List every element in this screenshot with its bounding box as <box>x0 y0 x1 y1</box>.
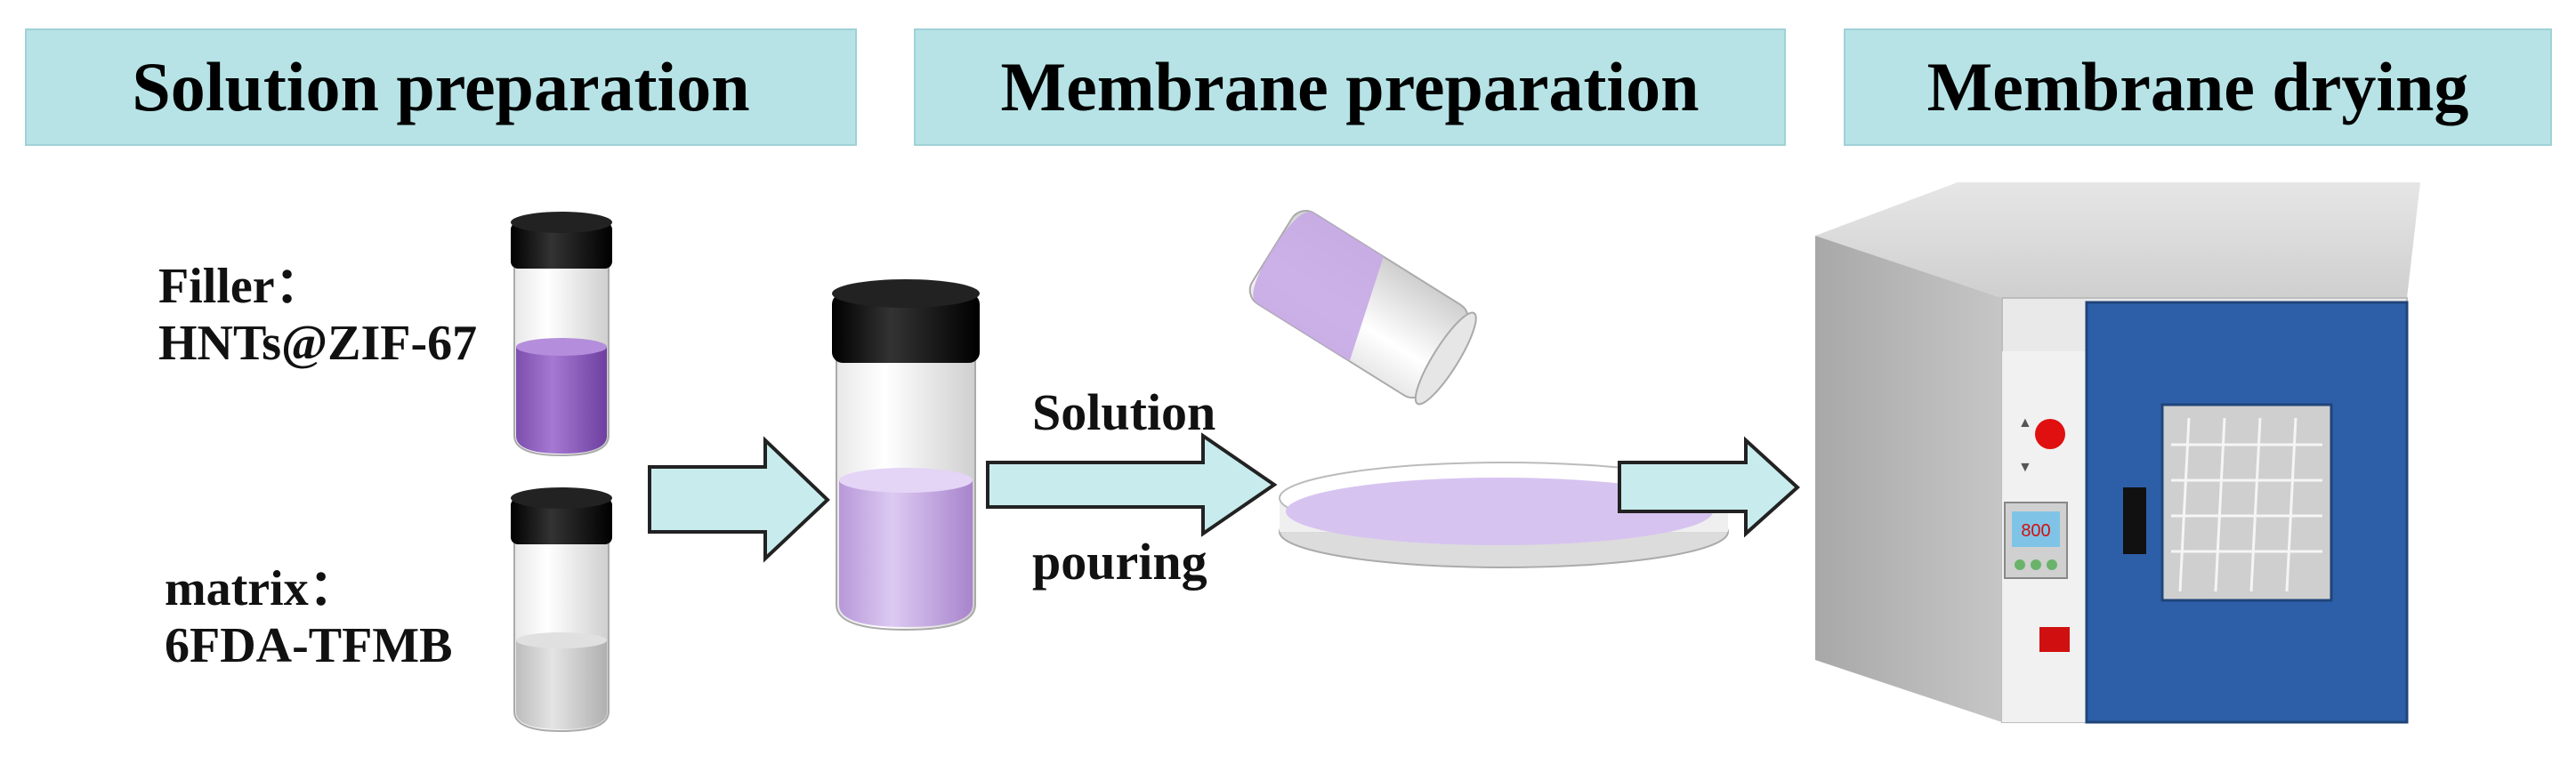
matrix-label-text: matrix： <box>165 561 359 616</box>
arrow-solution-pouring <box>986 432 1278 537</box>
filler-label-text: Filler： <box>158 259 325 314</box>
arrow-to-mixed-vial <box>648 436 830 563</box>
pour-label-top: Solution <box>1032 383 1216 441</box>
pour-label-bottom: pouring <box>1032 533 1207 591</box>
filler-material-text: HNTs@ZIF-67 <box>158 316 478 372</box>
step-title: Membrane preparation <box>1000 48 1700 125</box>
arrow-to-oven <box>1618 436 1800 538</box>
oven-switch-icon <box>2039 627 2070 652</box>
filler-label: Filler： HNTs@ZIF-67 <box>158 258 477 373</box>
step-header-solution-preparation: Solution preparation <box>25 28 857 146</box>
filler-vial <box>511 212 612 457</box>
drying-oven: ▲ ▼ 800 <box>1815 182 2420 724</box>
step-title: Membrane drying <box>1926 48 2469 125</box>
petri-dish <box>1279 462 1729 568</box>
svg-text:▼: ▼ <box>2018 460 2032 475</box>
svg-text:▲: ▲ <box>2018 415 2032 430</box>
oven-handle <box>2123 487 2146 554</box>
mixed-solution-vial <box>832 279 980 631</box>
step-header-membrane-preparation: Membrane preparation <box>914 28 1786 146</box>
oven-display-value: 800 <box>2021 521 2050 541</box>
power-button-icon <box>2035 419 2065 449</box>
matrix-label: matrix： 6FDA-TFMB <box>165 560 453 675</box>
step-header-membrane-drying: Membrane drying <box>1844 28 2552 146</box>
step-title: Solution preparation <box>132 48 750 125</box>
pouring-vial <box>1248 210 1477 406</box>
matrix-material-text: 6FDA-TFMB <box>165 618 453 674</box>
matrix-vial <box>511 487 612 733</box>
